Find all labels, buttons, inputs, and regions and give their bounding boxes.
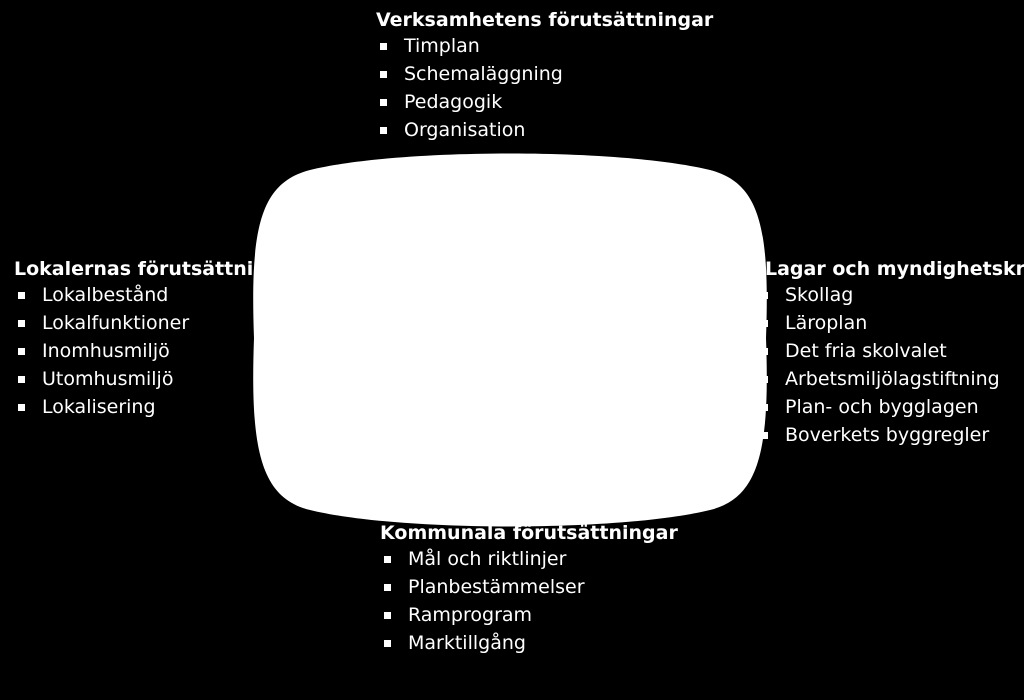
- bullet-icon: [18, 348, 25, 355]
- item-label: Marktillgång: [408, 632, 526, 654]
- list-item: Det fria skolvalet: [757, 337, 1024, 365]
- item-label: Plan- och bygglagen: [785, 396, 979, 418]
- item-label: Timplan: [404, 35, 480, 57]
- item-label: Arbetsmiljölagstiftning: [785, 368, 1000, 390]
- bullet-icon: [18, 404, 25, 411]
- bottom-list: Mål och riktlinjer Planbestämmelser Ramp…: [380, 545, 678, 657]
- list-item: Läroplan: [757, 309, 1024, 337]
- bullet-icon: [761, 432, 768, 439]
- list-item: Arbetsmiljölagstiftning: [757, 365, 1024, 393]
- top-list: Timplan Schemaläggning Pedagogik Organis…: [376, 32, 713, 144]
- item-label: Organisation: [404, 119, 526, 141]
- bullet-icon: [380, 71, 387, 78]
- item-label: Pedagogik: [404, 91, 503, 113]
- item-label: Läroplan: [785, 312, 868, 334]
- item-label: Lokalfunktioner: [42, 312, 190, 334]
- item-label: Utomhusmiljö: [42, 368, 174, 390]
- list-item: Timplan: [376, 32, 713, 60]
- bullet-icon: [18, 292, 25, 299]
- bottom-group: Kommunala förutsättningar Mål och riktli…: [380, 521, 678, 657]
- right-group: Lagar och myndighetskrav Skollag Läropla…: [757, 257, 1024, 449]
- center-shape: [253, 153, 767, 527]
- item-label: Boverkets byggregler: [785, 424, 990, 446]
- list-item: Planbestämmelser: [380, 573, 678, 601]
- item-label: Lokalbestånd: [42, 284, 169, 306]
- list-item: Organisation: [376, 116, 713, 144]
- bullet-icon: [18, 376, 25, 383]
- list-item: Lokalisering: [14, 393, 303, 421]
- list-item: Pedagogik: [376, 88, 713, 116]
- list-item: Skollag: [757, 281, 1024, 309]
- item-label: Planbestämmelser: [408, 576, 585, 598]
- right-list: Skollag Läroplan Det fria skolvalet Arbe…: [757, 281, 1024, 449]
- list-item: Utomhusmiljö: [14, 365, 303, 393]
- item-label: Lokalisering: [42, 396, 156, 418]
- top-heading: Verksamhetens förutsättningar: [376, 9, 714, 31]
- bullet-icon: [18, 320, 25, 327]
- bottom-heading: Kommunala förutsättningar: [380, 522, 678, 544]
- list-item: Schemaläggning: [376, 60, 713, 88]
- item-label: Inomhusmiljö: [42, 340, 170, 362]
- bullet-icon: [380, 99, 387, 106]
- bullet-icon: [384, 556, 391, 563]
- bullet-icon: [380, 127, 387, 134]
- top-group: Verksamhetens förutsättningar Timplan Sc…: [376, 8, 713, 144]
- center-rounded-shape: [253, 153, 767, 527]
- list-item: Lokalbestånd: [14, 281, 303, 309]
- list-item: Plan- och bygglagen: [757, 393, 1024, 421]
- item-label: Skollag: [785, 284, 854, 306]
- bullet-icon: [380, 43, 387, 50]
- list-item: Inomhusmiljö: [14, 337, 303, 365]
- list-item: Marktillgång: [380, 629, 678, 657]
- item-label: Schemaläggning: [404, 63, 563, 85]
- left-group: Lokalernas förutsättningar Lokalbestånd …: [14, 257, 303, 421]
- right-heading: Lagar och myndighetskrav: [765, 258, 1024, 280]
- list-item: Mål och riktlinjer: [380, 545, 678, 573]
- list-item: Boverkets byggregler: [757, 421, 1024, 449]
- list-item: Ramprogram: [380, 601, 678, 629]
- item-label: Mål och riktlinjer: [408, 548, 567, 570]
- item-label: Det fria skolvalet: [785, 340, 947, 362]
- left-list: Lokalbestånd Lokalfunktioner Inomhusmilj…: [14, 281, 303, 421]
- bullet-icon: [384, 640, 391, 647]
- bullet-icon: [384, 584, 391, 591]
- left-heading: Lokalernas förutsättningar: [14, 258, 303, 280]
- list-item: Lokalfunktioner: [14, 309, 303, 337]
- bullet-icon: [384, 612, 391, 619]
- item-label: Ramprogram: [408, 604, 533, 626]
